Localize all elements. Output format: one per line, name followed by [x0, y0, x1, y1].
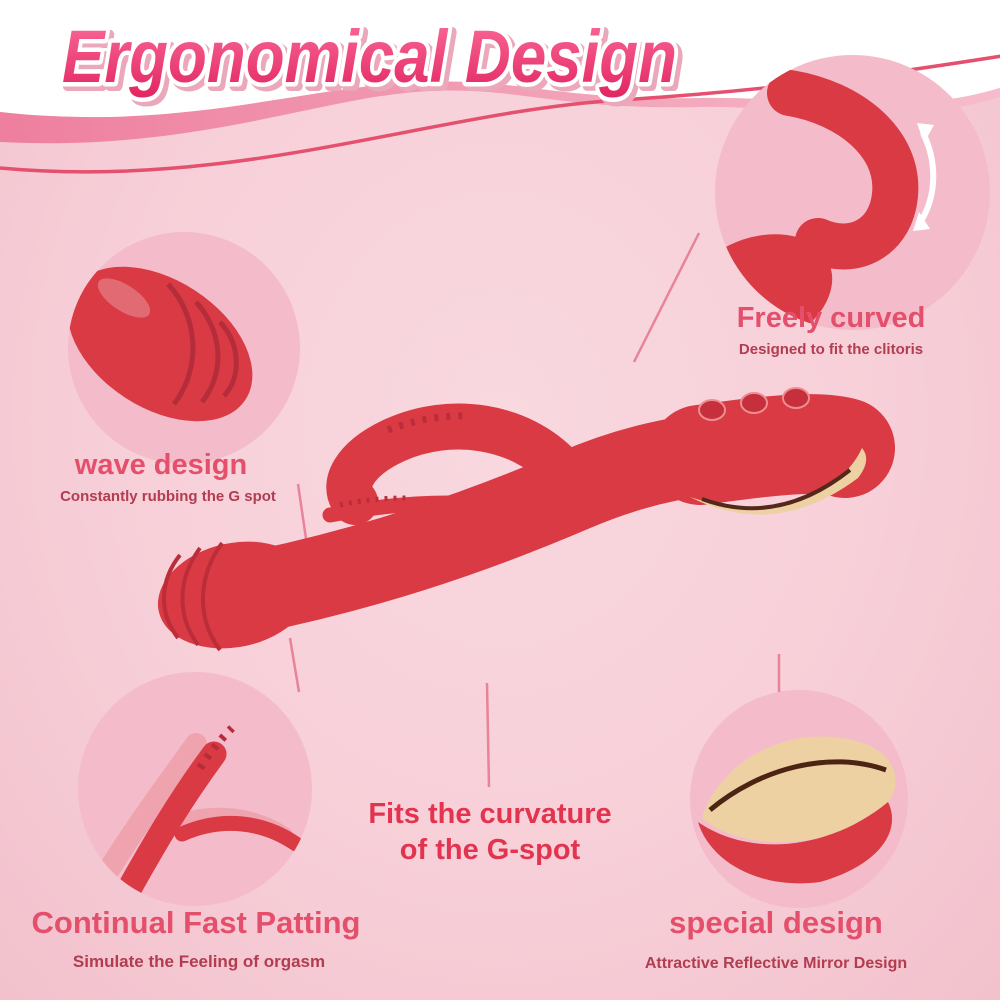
- callout-bubble-special-design: [690, 690, 908, 908]
- wave-design-zoom-illustration: [68, 266, 253, 422]
- wave-design-subtext: Constantly rubbing the G spot: [60, 488, 276, 505]
- curved-arm-shape: [767, 70, 919, 270]
- freely-curved-subtext: Designed to fit the clitoris: [738, 341, 924, 358]
- product-handle: [650, 394, 895, 505]
- freely-curved-zoom-illustration: [715, 70, 937, 330]
- page-title-shadow: Ergonomical Design: [66, 19, 681, 102]
- special-design-zoom-illustration: [698, 736, 896, 884]
- fast-patting-zoom-illustration: [89, 725, 304, 906]
- page-title: Ergonomical Design: [62, 15, 677, 98]
- mirror-gold-accent: [690, 448, 867, 515]
- wave-design-heading: wave design: [74, 449, 248, 481]
- control-buttons: [698, 387, 810, 421]
- callout-bubble-freely-curved: [715, 55, 990, 330]
- center-feature-label: Fits the curvature of the G-spot: [338, 796, 642, 869]
- mirror-reflection-line: [708, 759, 887, 812]
- center-feature-label-line1: Fits the curvature: [368, 798, 612, 830]
- handle-red-rim: [698, 802, 893, 884]
- clitoral-arm: [326, 403, 583, 525]
- callout-bubble-wave-design: [68, 232, 300, 464]
- finger-ridges: [339, 495, 407, 508]
- special-design-subtext: Attractive Reflective Mirror Design: [644, 955, 908, 972]
- patting-finger: [322, 495, 568, 523]
- head-wave-ridges: [162, 541, 224, 652]
- product-shaft: [189, 409, 801, 638]
- mirror-accent-line: [701, 468, 852, 511]
- patting-prongs: [110, 741, 304, 906]
- callout-bubble-fast-patting: [78, 672, 312, 906]
- arm-ridges: [386, 412, 471, 434]
- prong-ridges: [196, 725, 235, 771]
- fast-patting-heading: Continual Fast Patting: [31, 905, 361, 940]
- wave-ridges: [166, 282, 239, 406]
- textured-tip-shape: [68, 266, 253, 422]
- product-head: [157, 541, 313, 649]
- highlight-shape: [97, 278, 151, 318]
- center-feature-label-line2: of the G-spot: [399, 834, 581, 867]
- freely-curved-heading: Freely curved: [736, 302, 926, 334]
- fast-patting-subtext: Simulate the Feeling of orgasm: [72, 952, 326, 971]
- special-design-heading: special design: [669, 905, 883, 940]
